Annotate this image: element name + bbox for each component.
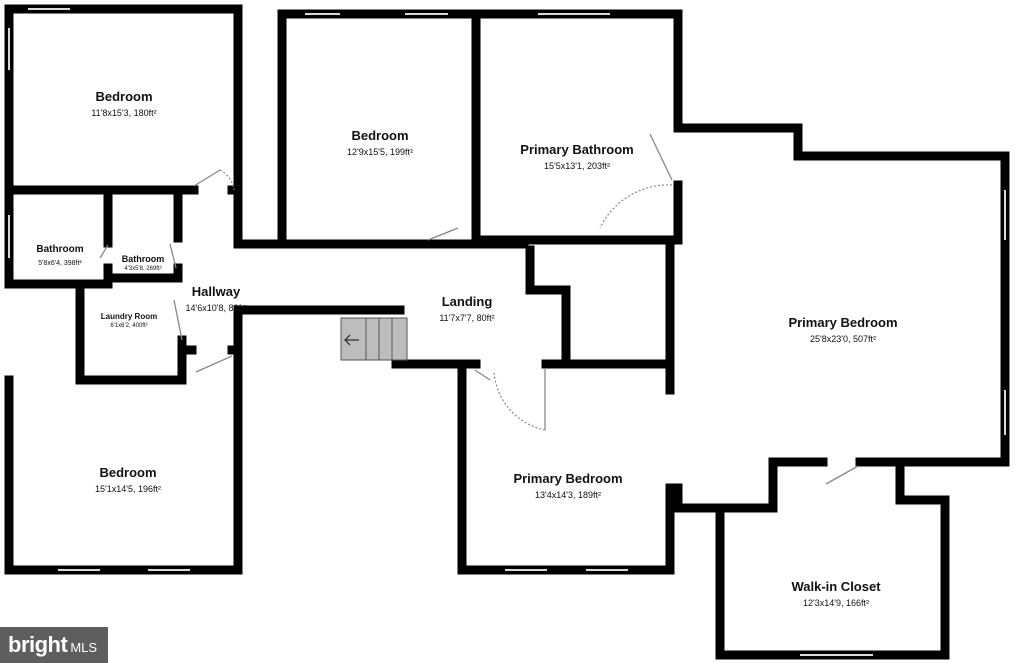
room-dims-bathroom-1: 5'8x6'4, 398ft²: [38, 260, 82, 267]
room-name-bathroom-2: Bathroom: [122, 254, 165, 264]
watermark-mls: MLS: [70, 639, 98, 655]
room-name-bedroom-2: Bedroom: [351, 128, 408, 143]
room-dims-bedroom-2: 12'9x15'5, 199ft²: [347, 147, 413, 157]
room-dims-walk-in-closet: 12'3x14'9, 166ft²: [803, 598, 869, 608]
room-name-primary-bedroom-small: Primary Bedroom: [513, 471, 622, 486]
room-dims-primary-bathroom: 15'5x13'1, 203ft²: [544, 161, 610, 171]
walls: [4, 4, 1010, 660]
room-dims-bedroom-1: 11'8x15'3, 180ft²: [91, 108, 156, 118]
room-dims-laundry-room: 6'1x6'2, 400ft²: [110, 323, 147, 329]
room-dims-hallway: 14'6x10'8, 83ft²: [186, 303, 247, 313]
stairs: [340, 317, 408, 361]
room-dims-bedroom-3: 15'1x14'5, 196ft²: [95, 484, 161, 494]
arrow-left-icon: [344, 334, 359, 346]
watermark-brand: bright: [8, 632, 68, 657]
room-dims-primary-bedroom-small: 13'4x14'3, 189ft²: [535, 490, 601, 500]
bright-mls-watermark: bright MLS: [0, 627, 108, 663]
room-name-primary-bedroom-large: Primary Bedroom: [788, 315, 897, 330]
room-name-primary-bathroom: Primary Bathroom: [520, 142, 633, 157]
room-name-landing: Landing: [442, 294, 493, 309]
room-name-laundry-room: Laundry Room: [101, 312, 157, 321]
windows: [8, 8, 1006, 656]
room-labels: Bedroom 11'8x15'3, 180ft² Bedroom 12'9x1…: [36, 89, 897, 608]
room-name-bedroom-1: Bedroom: [95, 89, 152, 104]
room-dims-bathroom-2: 4'3x5'8, 269ft²: [124, 266, 161, 272]
room-name-bathroom-1: Bathroom: [36, 244, 83, 255]
room-dims-landing: 11'7x7'7, 80ft²: [439, 313, 494, 323]
room-name-hallway: Hallway: [192, 284, 241, 299]
room-name-walk-in-closet: Walk-in Closet: [791, 579, 881, 594]
room-name-bedroom-3: Bedroom: [99, 465, 156, 480]
room-dims-primary-bedroom-large: 25'8x23'0, 507ft²: [810, 334, 876, 344]
doors: [99, 133, 859, 485]
